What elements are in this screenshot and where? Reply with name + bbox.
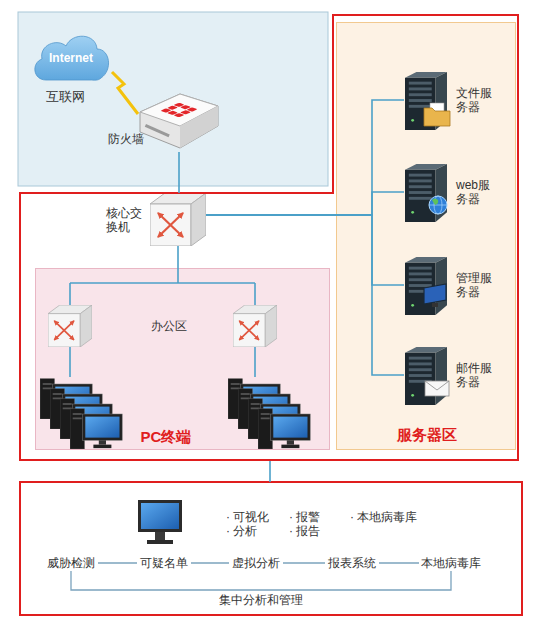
node-text: 本地病毒库 <box>419 556 483 570</box>
console-monitor-icon <box>138 500 182 544</box>
server-icon <box>405 72 447 130</box>
firewall-top <box>140 94 218 126</box>
feature-bullet: · 报告 <box>289 524 320 538</box>
network-link <box>206 192 404 215</box>
flow-link <box>98 562 137 563</box>
core-switch: 核心交 换机 <box>150 193 206 246</box>
node-text: PC终端 <box>126 428 206 446</box>
node-text: 办公区 <box>151 319 211 333</box>
folder-icon <box>424 103 450 126</box>
firewall-logo <box>160 103 197 118</box>
mail-server: 邮件服 务器 <box>404 345 504 405</box>
pc-icon <box>50 389 102 429</box>
network-link <box>206 100 404 215</box>
globe-icon <box>429 196 447 214</box>
management-server: 管理服 务器 <box>404 255 504 315</box>
monitor-icon <box>424 284 446 307</box>
node-text: 文件服 务器 <box>456 86 496 114</box>
core-switch-icon <box>150 193 206 246</box>
pc-icon <box>248 399 300 439</box>
lightning-link <box>112 72 138 114</box>
wire <box>177 268 179 283</box>
flow-link <box>191 562 229 563</box>
firewall-side <box>180 106 218 148</box>
edge-label: 集中分析和管理 <box>219 593 303 607</box>
office-switch-icon <box>233 305 277 347</box>
pc-icon <box>40 379 92 419</box>
internet-zone <box>18 12 328 186</box>
pc-icon <box>60 399 112 439</box>
server-icon <box>405 164 447 222</box>
feature-bullet: · 报警 <box>289 510 320 524</box>
pc-icon <box>70 409 122 449</box>
server-icon <box>405 257 447 315</box>
flow-link <box>283 562 325 563</box>
internet-cloud: Internet互联网 <box>30 28 112 86</box>
pc-icon <box>258 409 310 449</box>
node-text: web服 务器 <box>456 178 496 206</box>
flow-step: 威胁检测 <box>44 555 98 571</box>
monitor-frame <box>138 500 182 532</box>
monitor-base <box>147 540 173 544</box>
file-server: 文件服 务器 <box>404 70 504 130</box>
wire <box>254 283 256 305</box>
office-wires <box>70 268 270 482</box>
node-text: 管理服 务器 <box>456 271 496 299</box>
pc-icon <box>228 379 280 419</box>
feature-bullet: · 本地病毒库 <box>350 510 417 524</box>
network-link <box>177 246 179 268</box>
monitor-stand <box>155 532 165 540</box>
monitor-screen <box>141 503 179 529</box>
node-text: 威胁检测 <box>44 556 98 570</box>
node-text: 防火墙 <box>108 132 152 146</box>
firewall-slot <box>145 124 170 137</box>
wire <box>254 347 256 377</box>
wire <box>69 283 71 305</box>
feature-bullet: · 可视化 <box>226 510 269 524</box>
envelope-icon <box>425 381 449 396</box>
node-text: Internet <box>30 51 112 65</box>
node-text: 核心交 换机 <box>106 206 146 234</box>
analysis-zone <box>20 482 522 615</box>
flow-step: 虚拟分析 <box>229 555 283 571</box>
office-switch-icon <box>48 305 92 347</box>
node-text: 服务器区 <box>377 426 477 444</box>
firewall: 防火墙 <box>138 92 220 152</box>
node-text: 邮件服 务器 <box>456 361 496 389</box>
intranet-outline <box>20 15 518 460</box>
node-text: 可疑名单 <box>137 556 191 570</box>
network-link <box>178 152 180 193</box>
office-zone: 办公区 PC终端 <box>35 268 330 450</box>
bracket-link <box>71 571 451 590</box>
wire <box>70 282 255 284</box>
wire <box>69 347 71 377</box>
network-link <box>206 215 404 285</box>
pc-stack <box>40 379 122 449</box>
flow-step: 可疑名单 <box>137 555 191 571</box>
server-zone: 服务器区 文件服 务器 web服 务器管理服 务器邮件服 务器 <box>336 22 516 450</box>
flow-step: 报表系统 <box>325 555 379 571</box>
network-link <box>206 215 404 375</box>
node-text: 互联网 <box>46 90 106 104</box>
feature-bullet: · 分析 <box>226 524 257 538</box>
firewall-icon <box>140 94 218 148</box>
flow-step: 本地病毒库 <box>419 555 483 571</box>
wire <box>269 460 271 482</box>
server-icon <box>405 347 447 405</box>
node-text: 报表系统 <box>325 556 379 570</box>
firewall-body <box>140 94 218 148</box>
node-text: 虚拟分析 <box>229 556 283 570</box>
flow-link <box>379 562 419 563</box>
web-server: web服 务器 <box>404 162 504 222</box>
pc-icon <box>238 389 290 429</box>
pc-stack <box>228 379 310 449</box>
